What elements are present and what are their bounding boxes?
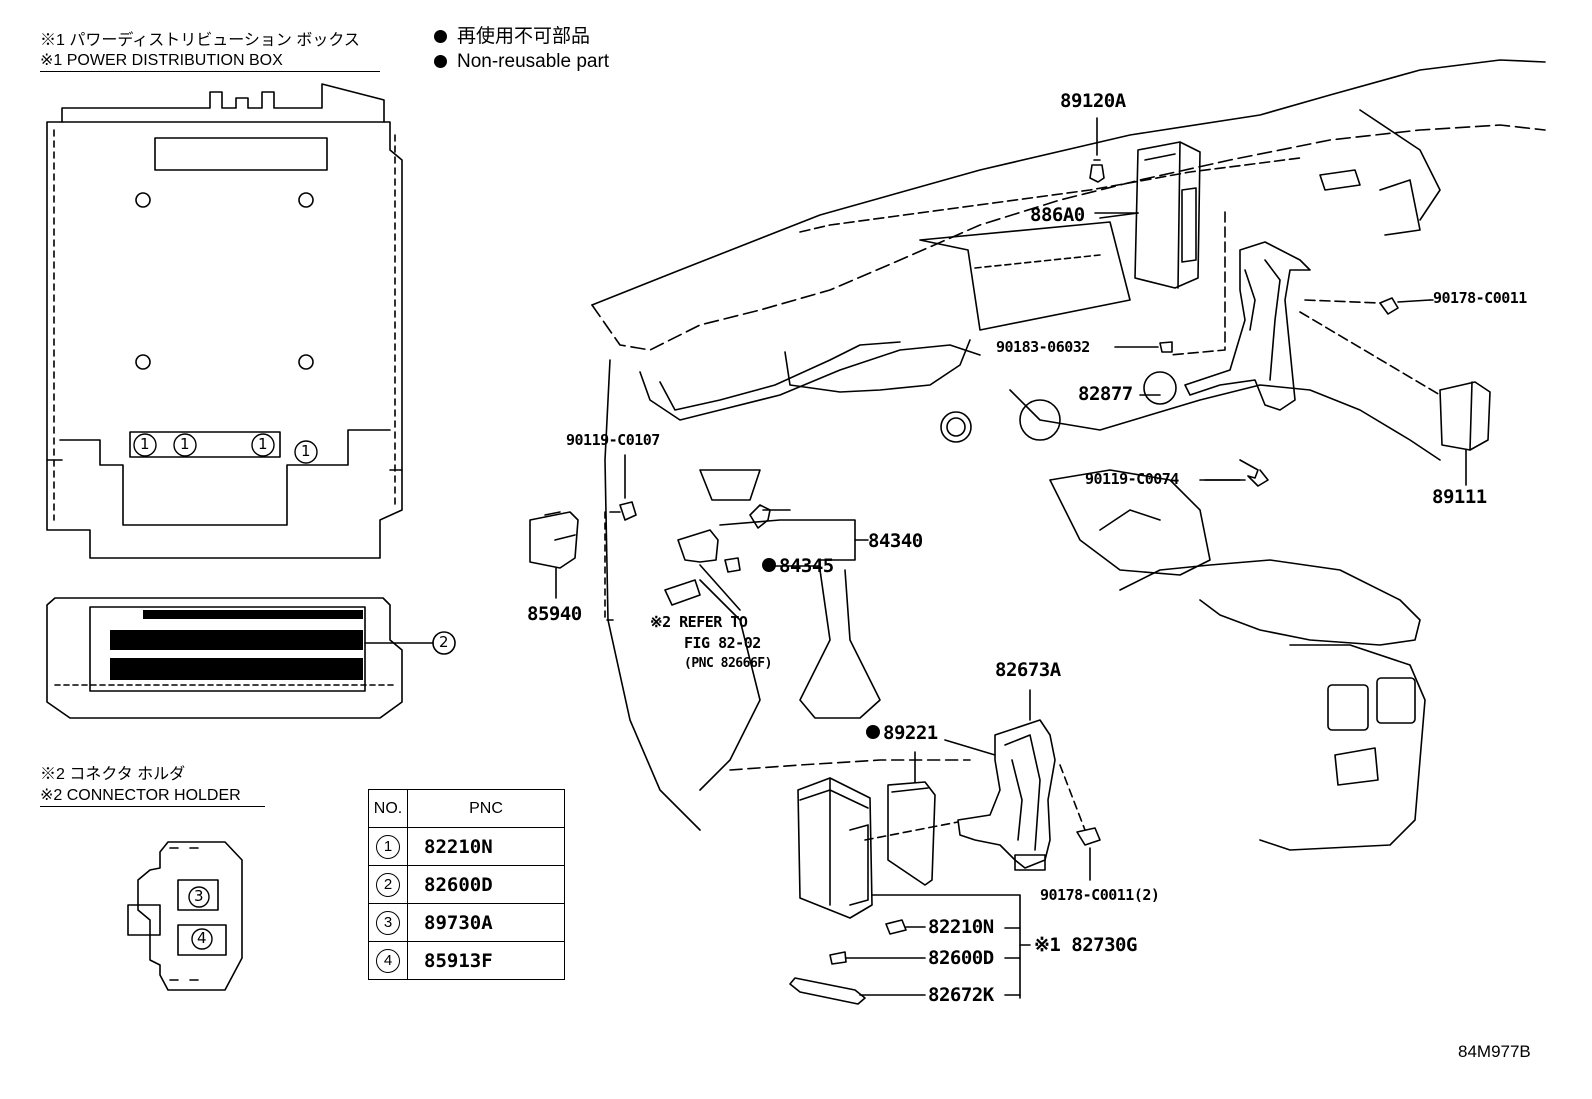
non-reusable-dot-icon [866, 725, 880, 739]
part-label-85940: 85940 [527, 603, 582, 625]
legend-en-text: Non-reusable part [457, 51, 610, 72]
part-label-82672k: 82672K [928, 984, 994, 1006]
center-bracket-drawing [1184, 241, 1311, 411]
pdb-callouts [133, 433, 318, 464]
callout-2: 2 [439, 633, 449, 651]
non-reusable-dot-icon [762, 558, 776, 572]
row-pnc: 82210N [407, 827, 565, 866]
part-label-90183-06032: 90183-06032 [996, 338, 1090, 356]
table-row: 2 82600D [368, 865, 565, 904]
legend-en: Non-reusable part [434, 52, 609, 71]
legend-jp: 再使用不可部品 [434, 27, 590, 46]
power-distribution-box-drawing [46, 83, 403, 559]
pdb-side-view [46, 597, 456, 719]
callout-1: 1 [301, 442, 311, 460]
part-label-90119-c0074: 90119-C0074 [1085, 470, 1179, 488]
holder-callouts [188, 886, 213, 950]
table-row: 1 82210N [368, 827, 565, 866]
instrument-panel-drawing [591, 59, 1546, 851]
callout-1: 1 [180, 435, 190, 453]
part-82673a-drawing [957, 689, 1056, 871]
col-no-header: NO. [368, 789, 408, 828]
col-pnc-header: PNC [407, 789, 565, 828]
part-label-82730g: ※1 82730G [1034, 934, 1137, 956]
connector-holder-drawing [127, 841, 243, 991]
pdb-fuse-grid [110, 610, 363, 680]
part-label-90178-c0011: 90178-C0011 [1433, 289, 1527, 307]
callout-1: 1 [258, 435, 268, 453]
part-886a0-drawing [1134, 141, 1201, 289]
part-label-82210n: 82210N [928, 916, 994, 938]
holder-title-en: ※2 CONNECTOR HOLDER [40, 788, 265, 807]
pdb-title-jp: ※1 パワーディストリビューション ボックス [40, 32, 360, 49]
part-label-82600d: 82600D [928, 947, 994, 969]
row-pnc: 85913F [407, 941, 565, 980]
row-number: 3 [376, 910, 400, 935]
part-label-84345: 84345 [762, 557, 834, 576]
table-row: 4 85913F [368, 941, 565, 980]
table-row: 3 89730A [368, 903, 565, 942]
legend-jp-text: 再使用不可部品 [457, 26, 591, 47]
part-label-89111: 89111 [1432, 486, 1487, 508]
table-header-row: NO. PNC [368, 789, 565, 828]
row-number: 2 [376, 872, 400, 897]
part-label-90119-c0107: 90119-C0107 [566, 431, 660, 449]
holder-title-jp: ※2 コネクタ ホルダ [40, 766, 186, 783]
pnc-table: NO. PNC 1 82210N 2 82600D 3 89730A 4 859… [368, 789, 565, 980]
callout-4: 4 [197, 929, 207, 947]
callout-3: 3 [194, 887, 204, 905]
part-89120a-drawing [1089, 117, 1105, 183]
pdb-title-en: ※1 POWER DISTRIBUTION BOX [40, 53, 380, 72]
part-label-89120a: 89120A [1060, 90, 1126, 112]
part-82730g-drawing [797, 777, 873, 919]
part-label-82877: 82877 [1078, 383, 1133, 405]
part-label-84340: 84340 [868, 530, 923, 552]
part-85940-drawing [529, 511, 579, 599]
part-label-84345-text: 84345 [779, 555, 834, 577]
non-reusable-dot-icon [434, 30, 447, 43]
refer-line-3: (PNC 82666F) [684, 656, 772, 671]
part-84340-drawing [677, 504, 869, 573]
part-label-89221-text: 89221 [883, 722, 938, 744]
row-number: 1 [376, 834, 400, 859]
row-pnc: 89730A [407, 903, 565, 942]
part-label-89221: 89221 [866, 724, 938, 743]
part-89221-drawing [887, 751, 936, 886]
figure-id: 84M977B [1458, 1042, 1531, 1061]
part-label-90178-c0011-2: 90178-C0011(2) [1040, 886, 1160, 904]
row-number: 4 [376, 948, 400, 973]
callout-1: 1 [140, 435, 150, 453]
part-label-82673a: 82673A [995, 659, 1061, 681]
refer-line-2: FIG 82-02 [684, 634, 761, 652]
part-89111-drawing [1439, 381, 1491, 486]
part-label-886a0: 886A0 [1030, 204, 1085, 226]
non-reusable-dot-icon [434, 55, 447, 68]
row-pnc: 82600D [407, 865, 565, 904]
refer-line-1: ※2 REFER TO [650, 613, 748, 631]
